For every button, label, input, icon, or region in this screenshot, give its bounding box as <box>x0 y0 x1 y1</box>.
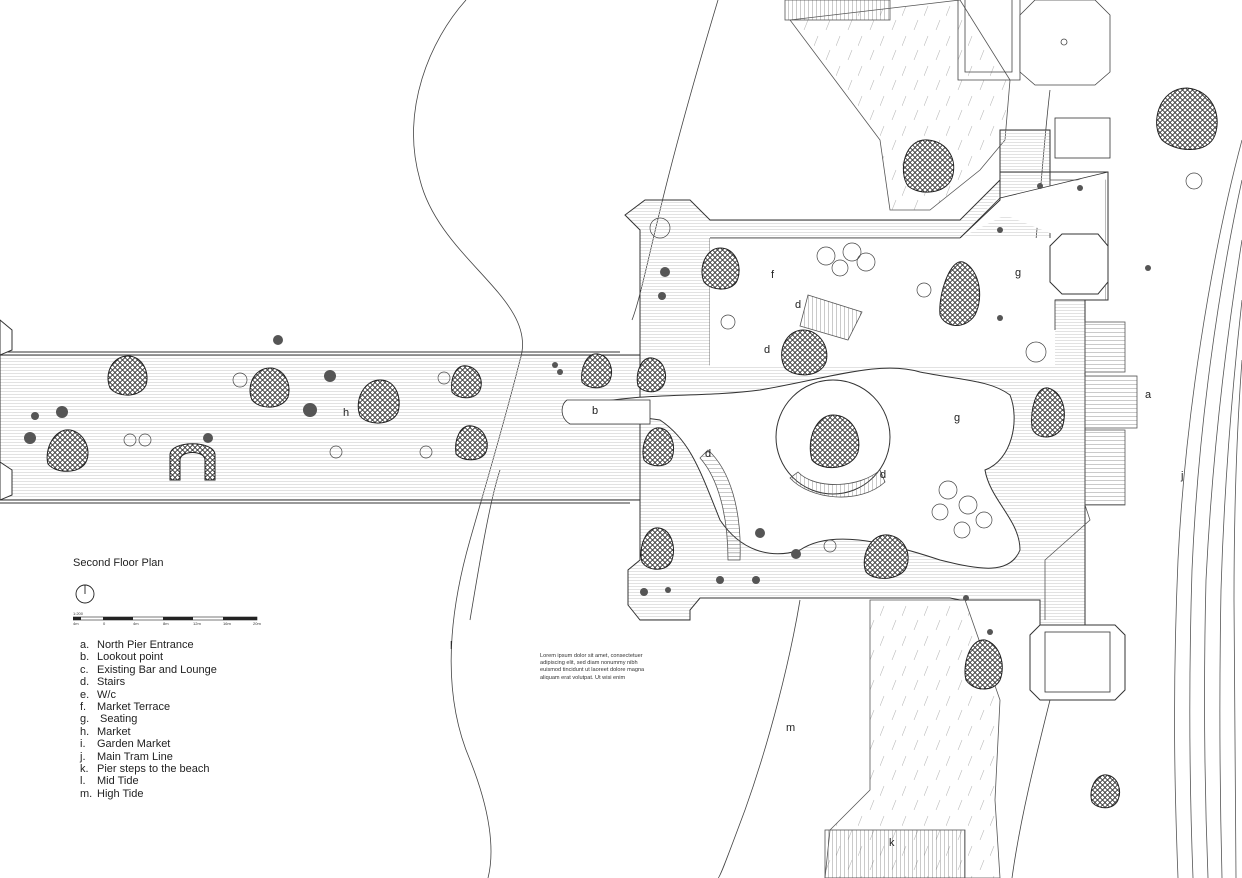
legend-text: Lookout point <box>97 651 164 664</box>
planting-clusters <box>24 183 1151 635</box>
legend-item: m. High Tide <box>80 788 333 800</box>
legend-item: e. W/c <box>80 689 333 701</box>
legend-key: j. <box>80 750 86 763</box>
legend-key: c. <box>80 663 89 676</box>
legend-key: f. <box>80 701 87 714</box>
scale-tick-label: 16m <box>223 621 231 626</box>
legend-text: W/c <box>97 688 116 701</box>
scale-tick-label: 4m <box>133 621 139 626</box>
label-g-2: g <box>954 412 960 424</box>
legend-item: h. Market <box>80 726 333 738</box>
label-d-2: d <box>764 344 770 356</box>
legend-list: a. North Pier Entrance b. Lookout point c. Ex… <box>73 639 333 800</box>
legend-item: g. Seating <box>80 713 333 725</box>
label-f: f <box>771 269 775 281</box>
pier-walkway <box>0 319 641 504</box>
legend-text: Existing Bar and Lounge <box>97 663 217 676</box>
legend-key: a. <box>80 639 90 651</box>
label-m: m <box>786 722 795 734</box>
legend-key: g. <box>80 713 90 726</box>
label-b: b <box>592 405 598 417</box>
legend-item: d. Stairs <box>80 676 333 688</box>
scale-tick-label: 4m <box>73 621 79 626</box>
legend-key: e. <box>80 688 90 701</box>
scale-tick-label: 20m <box>253 621 261 626</box>
legend-text: Garden Market <box>97 738 171 751</box>
hatched-ground <box>784 0 1011 878</box>
legend-item: l. Mid Tide <box>80 775 333 787</box>
label-g-1: g <box>1015 267 1021 279</box>
legend-text: Market <box>97 725 131 738</box>
legend-text: High Tide <box>97 787 144 800</box>
label-a: a <box>1145 389 1152 401</box>
legend-item: f. Market Terrace <box>80 701 333 713</box>
scale-bar: 1:200 4m 0 4m 8m 12m 16m 20m <box>73 611 261 626</box>
legend-key: m. <box>80 787 93 800</box>
legend-item: i. Garden Market <box>80 738 333 750</box>
legend-text: Mid Tide <box>97 775 139 788</box>
legend-item: b. Lookout point <box>80 651 333 663</box>
legend-key: h. <box>80 725 90 738</box>
legend-item: k. Pier steps to the beach <box>80 763 333 775</box>
legend-key: d. <box>80 676 90 689</box>
scale-ticks: 4m 0 4m 8m 12m 16m 20m <box>73 621 261 626</box>
existing-building <box>957 0 1111 86</box>
notes-text: Lorem ipsum dolor sit amet, consectetuer… <box>540 653 645 681</box>
legend-key: i. <box>80 738 86 751</box>
label-l: l <box>450 640 452 652</box>
legend-text: Main Tram Line <box>97 750 173 763</box>
scale-tick-label: 0 <box>103 621 106 626</box>
drawing-title: Second Floor Plan <box>73 557 164 569</box>
plan-labels: a b d d d d f g g h j k l m <box>343 267 1183 849</box>
north-arrow-icon <box>75 584 95 604</box>
label-d-4: d <box>880 469 886 481</box>
scale-ratio: 1:200 <box>73 611 84 616</box>
label-j: j <box>1180 470 1183 482</box>
legend-text: Pier steps to the beach <box>97 763 210 776</box>
scale-tick-label: 8m <box>163 621 169 626</box>
legend-text: Seating <box>97 713 138 726</box>
tram-lines <box>1174 139 1242 878</box>
label-d-3: d <box>705 448 711 460</box>
label-d-1: d <box>795 299 801 311</box>
legend-item: a. North Pier Entrance <box>80 639 333 651</box>
label-h: h <box>343 407 349 419</box>
curved-lounge <box>561 294 1021 569</box>
tree-planters <box>46 87 1218 809</box>
legend-item: c. Existing Bar and Lounge <box>80 664 333 676</box>
legend-key: k. <box>80 763 89 776</box>
legend-panel: Second Floor Plan 1:200 4m 0 4m 8m 12m 16m 20m… <box>73 557 333 800</box>
north-pier-entrance <box>1029 117 1138 701</box>
legend-item: j. Main Tram Line <box>80 751 333 763</box>
legend-text: Stairs <box>97 676 126 689</box>
legend-text: North Pier Entrance <box>97 639 194 651</box>
label-k: k <box>889 837 895 849</box>
seating-and-plants <box>123 172 1203 553</box>
legend-key: b. <box>80 651 90 664</box>
legend-text: Market Terrace <box>97 701 171 714</box>
scale-tick-label: 12m <box>193 621 201 626</box>
legend-key: l. <box>80 775 86 788</box>
